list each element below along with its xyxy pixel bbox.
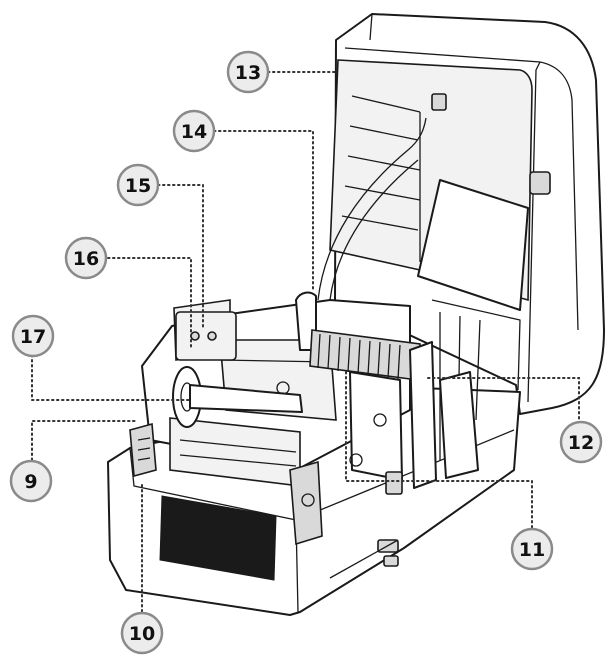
callout-9: 9 bbox=[9, 459, 53, 503]
callout-15-label: 15 bbox=[125, 175, 151, 197]
callout-17: 17 bbox=[11, 314, 55, 358]
callout-16-label: 16 bbox=[73, 248, 99, 270]
callout-9-label: 9 bbox=[24, 471, 37, 493]
callout-11: 11 bbox=[510, 527, 554, 571]
callout-14: 14 bbox=[172, 109, 216, 153]
callout-10-label: 10 bbox=[129, 623, 155, 645]
callout-12-label: 12 bbox=[568, 432, 594, 454]
callout-10: 10 bbox=[120, 611, 164, 655]
leader-16 bbox=[107, 257, 192, 351]
callout-14-label: 14 bbox=[181, 121, 207, 143]
callout-13-label: 13 bbox=[235, 62, 261, 84]
callout-11-label: 11 bbox=[519, 539, 545, 561]
leader-9 bbox=[31, 420, 136, 461]
leader-lines bbox=[31, 71, 580, 613]
leader-15 bbox=[157, 184, 204, 331]
callout-16: 16 bbox=[64, 236, 108, 280]
printer-illustration bbox=[107, 13, 605, 616]
callout-13: 13 bbox=[226, 50, 270, 94]
callout-15: 15 bbox=[116, 163, 160, 207]
leader-11 bbox=[345, 371, 533, 531]
leader-17 bbox=[31, 354, 191, 401]
leader-12 bbox=[427, 377, 580, 421]
callout-17-label: 17 bbox=[20, 326, 46, 348]
leader-14 bbox=[213, 130, 314, 293]
callout-12: 12 bbox=[559, 420, 603, 464]
